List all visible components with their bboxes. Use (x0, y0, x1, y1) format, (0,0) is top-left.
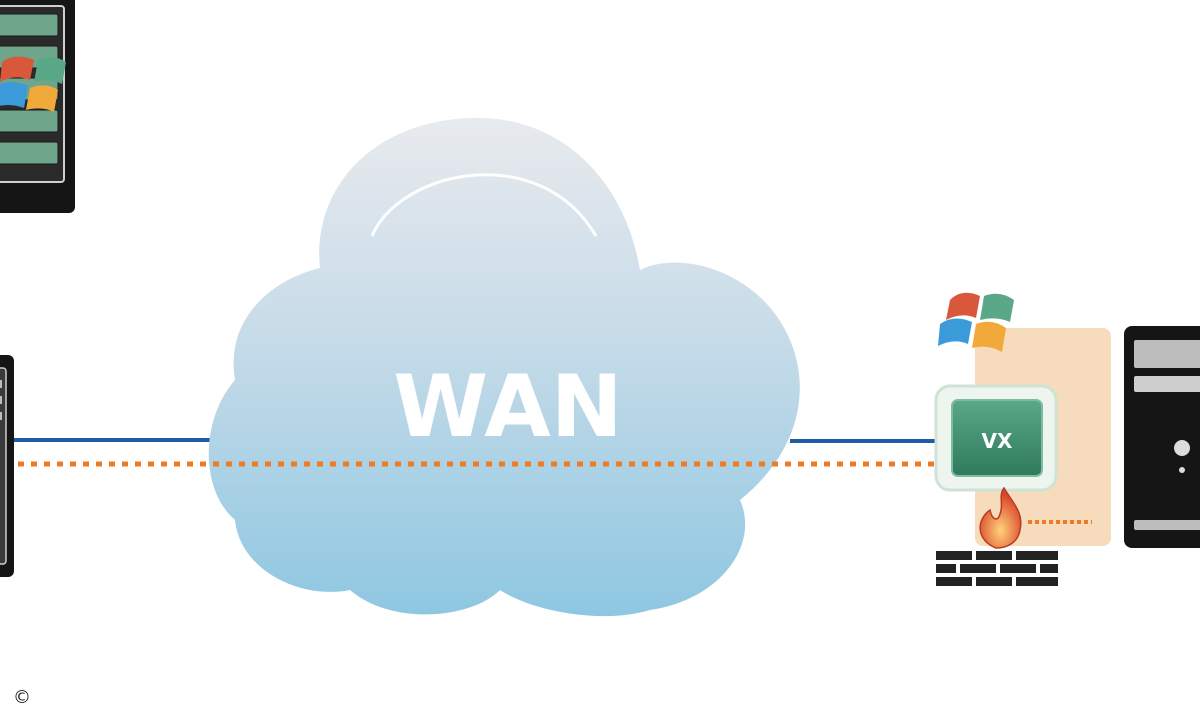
wan-label: WAN (393, 357, 623, 457)
virtual-appliance-group: VX (934, 292, 1111, 586)
windows-logo-icon (0, 56, 66, 112)
server-tower-icon (1124, 326, 1200, 548)
copyright-symbol: © (13, 687, 31, 708)
vm-label: VX (982, 429, 1013, 453)
wan-cloud: WAN (208, 117, 800, 617)
server-tower-icon (0, 355, 14, 577)
flame-icon (979, 486, 1022, 549)
virtual-machine-icon: VX (934, 384, 1058, 492)
firewall-icon (936, 551, 1058, 586)
server-rack-icon (0, 0, 75, 213)
windows-logo-icon (938, 292, 1014, 352)
